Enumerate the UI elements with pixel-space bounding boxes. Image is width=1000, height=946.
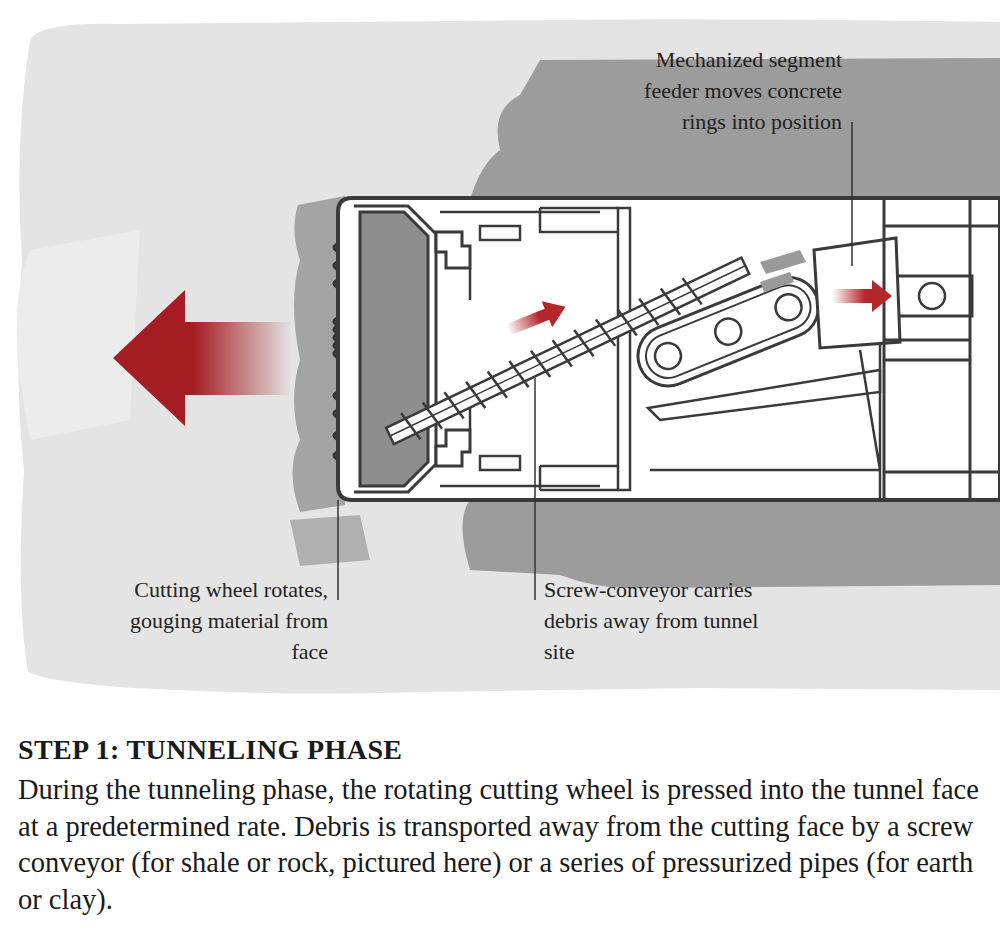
platform-support <box>650 340 880 500</box>
callout-label: Cutting wheel rotates, gouging material … <box>128 574 328 667</box>
tail-hatch <box>760 250 806 292</box>
platform <box>648 370 880 420</box>
belt-conveyor <box>629 268 828 395</box>
leader-line <box>534 378 536 600</box>
callout-label: Screw-conveyor carries debris away from … <box>544 574 764 667</box>
rail-roller <box>919 283 945 309</box>
tail-rings <box>884 198 1000 500</box>
leader-line <box>337 500 339 600</box>
flow-arrow <box>503 294 571 343</box>
bulkhead <box>618 208 630 490</box>
ground-light <box>18 19 1000 693</box>
segment-feeder <box>814 238 900 348</box>
step-title: STEP 1: TUNNELING PHASE <box>18 734 978 766</box>
direction-arrow <box>113 290 292 426</box>
drive-frame <box>470 226 520 470</box>
flow-arrow <box>832 280 892 312</box>
ground-light-streak <box>17 230 140 440</box>
screw-conveyor <box>383 251 752 450</box>
callout-label: Mechanized segment feeder moves concrete… <box>610 44 842 137</box>
cutting-wheel-rim <box>354 206 436 492</box>
caption-text: During the tunneling phase, the rotating… <box>18 772 984 918</box>
ground-dark-patch <box>290 515 370 566</box>
head-flange <box>436 232 470 268</box>
machine-shield <box>338 198 1000 500</box>
head-flange <box>436 430 470 466</box>
leader-line <box>851 122 853 266</box>
